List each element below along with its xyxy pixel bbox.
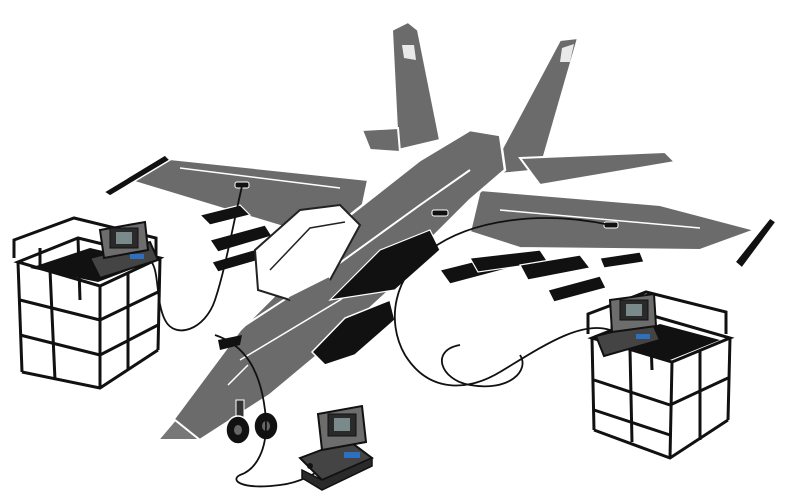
fighter-jet <box>102 20 778 445</box>
right-stand-station <box>586 290 735 460</box>
canopy <box>253 203 362 302</box>
ground-station <box>298 404 374 491</box>
cable-right-station <box>393 217 651 387</box>
tail-fin-right <box>486 36 580 177</box>
right-station-case <box>594 292 662 358</box>
left-station-case <box>88 220 160 280</box>
cable-right-loop <box>441 344 524 388</box>
underwing-stores <box>198 204 645 303</box>
left-stand-station <box>12 216 165 390</box>
cable-ground-station <box>214 334 341 488</box>
stabilizer-right <box>518 150 678 187</box>
